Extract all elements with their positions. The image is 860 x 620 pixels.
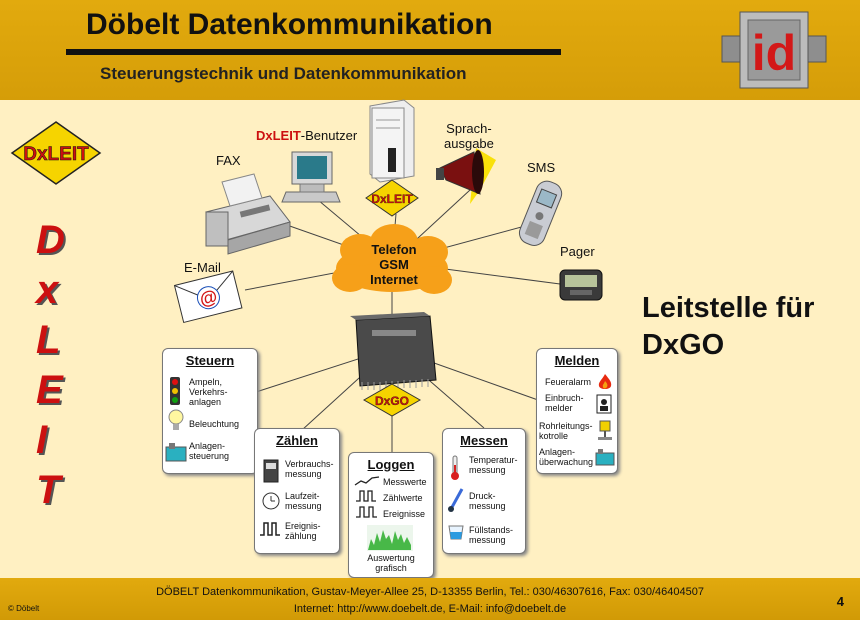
melden-item-ueberwachung: Anlagen- überwachung	[539, 447, 594, 467]
loggen-item-auswertung: Auswertung grafisch	[367, 553, 415, 573]
page-number: 4	[836, 594, 844, 609]
benutzer-suffix: -Benutzer	[300, 128, 358, 143]
copyright-text: © Döbelt	[8, 604, 40, 613]
headline-line1: Leitstelle für	[642, 292, 815, 324]
headline: Leitstelle für DxGO	[642, 290, 814, 364]
messen-item-fuellstand: Füllstands- messung	[469, 525, 514, 545]
messen-box: Messen Temperatur- messung Druck- messun…	[442, 428, 526, 554]
svg-text:DxGO: DxGO	[375, 394, 409, 408]
fax-machine-icon	[205, 173, 291, 255]
melden-item-einbruch: Einbruch- melder	[545, 393, 584, 413]
clock-icon	[262, 492, 280, 510]
svg-text:id: id	[752, 25, 796, 81]
server-tower-icon	[369, 99, 415, 183]
server-dxleit-badge-icon: DxLEIT	[365, 179, 419, 217]
loggen-title: Loggen	[367, 457, 415, 472]
vertical-letter-t: T	[36, 468, 61, 512]
curve-icon	[354, 476, 380, 486]
company-logo-icon: id	[721, 11, 827, 89]
loggen-item-zaehlwerte: Zählwerte	[383, 493, 423, 503]
bar-chart-icon	[367, 525, 413, 551]
footer-bar	[0, 578, 860, 620]
headline-line2: DxGO	[642, 329, 725, 361]
vertical-letter-x: x	[36, 268, 59, 312]
sprachausgabe-label: Sprach- ausgabe	[444, 121, 494, 151]
steuern-item-ampeln: Ampeln, Verkehrs- anlagen	[189, 377, 228, 407]
vertical-letter-d: D	[36, 218, 65, 262]
email-envelope-icon: @	[173, 270, 243, 324]
traffic-light-icon	[170, 377, 180, 405]
fax-label: FAX	[216, 153, 241, 168]
burglar-sensor-icon	[596, 394, 612, 414]
melden-box: Melden Feueralarm Einbruch- melder Rohrl…	[536, 348, 618, 474]
zaehlen-item-laufzeit: Laufzeit- messung	[285, 491, 322, 511]
pipeline-sensor-icon	[598, 420, 612, 440]
pulse-icon	[356, 490, 376, 502]
zaehlen-item-ereignis: Ereignis- zählung	[285, 521, 321, 541]
vertical-letter-e: E	[36, 368, 63, 412]
melden-title: Melden	[554, 353, 600, 368]
page-subtitle: Steuerungstechnik und Datenkommunikation	[100, 64, 467, 83]
meter-icon	[263, 459, 279, 483]
svg-text:DxLEIT: DxLEIT	[371, 192, 413, 206]
messen-title: Messen	[460, 433, 508, 448]
sprachausgabe-line2: ausgabe	[444, 136, 494, 151]
footer-internet: Internet: http://www.doebelt.de, E-Mail:…	[293, 603, 567, 615]
network-cloud-icon	[332, 224, 452, 294]
pulse-icon	[356, 506, 377, 518]
hub-line-telefon: Telefon	[371, 242, 417, 257]
zaehlen-box: Zählen Verbrauchs- messung Laufzeit- mes…	[254, 428, 340, 554]
loggen-item-messwerte: Messwerte	[383, 477, 427, 487]
dxgo-device-icon	[350, 312, 437, 390]
loggen-box: Loggen Messwerte Zählwerte Ereignisse Au…	[348, 452, 434, 578]
melden-item-rohrleitung: Rohrleitungs- kotrolle	[539, 421, 593, 441]
fire-icon	[598, 374, 612, 389]
steuern-title: Steuern	[185, 353, 235, 368]
melden-item-feueralarm: Feueralarm	[545, 377, 592, 387]
benutzer-label: DxLEIT-Benutzer	[256, 128, 357, 143]
thermometer-icon	[451, 455, 459, 480]
loggen-item-ereignisse: Ereignisse	[383, 509, 426, 519]
benutzer-prefix: DxLEIT	[256, 128, 301, 143]
svg-text:DxLEIT: DxLEIT	[23, 144, 89, 165]
sprachausgabe-line1: Sprach-	[446, 121, 492, 136]
zaehlen-title: Zählen	[276, 433, 318, 448]
page-title: Döbelt Datenkommunikation	[86, 8, 493, 41]
pager-icon	[559, 269, 603, 301]
sms-label: SMS	[527, 160, 556, 175]
messen-item-temperatur: Temperatur- messung	[469, 455, 518, 475]
pulse-icon	[260, 522, 280, 536]
footer-address: DÖBELT Datenkommunikation, Gustav-Meyer-…	[156, 586, 704, 598]
pressure-sensor-icon	[448, 488, 464, 512]
light-bulb-icon	[168, 409, 184, 430]
workstation-icon	[281, 151, 341, 203]
hub-line-gsm: GSM	[379, 257, 409, 272]
plant-control-icon	[165, 443, 187, 462]
hub-line-internet: Internet	[370, 272, 418, 287]
svg-text:@: @	[198, 286, 220, 310]
messen-item-druck: Druck- messung	[469, 491, 506, 511]
vertical-letter-i: I	[36, 418, 48, 462]
dxleit-logo-icon: DxLEIT	[10, 121, 102, 185]
plant-monitoring-icon	[595, 449, 615, 466]
email-label: E-Mail	[184, 260, 221, 275]
title-underline	[66, 49, 561, 55]
megaphone-icon	[436, 148, 496, 204]
tank-level-icon	[448, 525, 464, 540]
pager-label: Pager	[560, 244, 595, 259]
steuern-item-anlagensteuerung: Anlagen- steuerung	[189, 441, 230, 461]
steuern-box: Steuern Ampeln, Verkehrs- anlagen Beleuc…	[162, 348, 258, 474]
vertical-letter-l: L	[36, 318, 61, 362]
mobile-phone-icon	[518, 180, 563, 246]
dxgo-badge-icon: DxGO	[362, 383, 422, 417]
steuern-item-beleuchtung: Beleuchtung	[189, 419, 240, 429]
zaehlen-item-verbrauch: Verbrauchs- messung	[285, 459, 334, 479]
network-hub-label: Telefon GSM Internet	[354, 242, 434, 287]
